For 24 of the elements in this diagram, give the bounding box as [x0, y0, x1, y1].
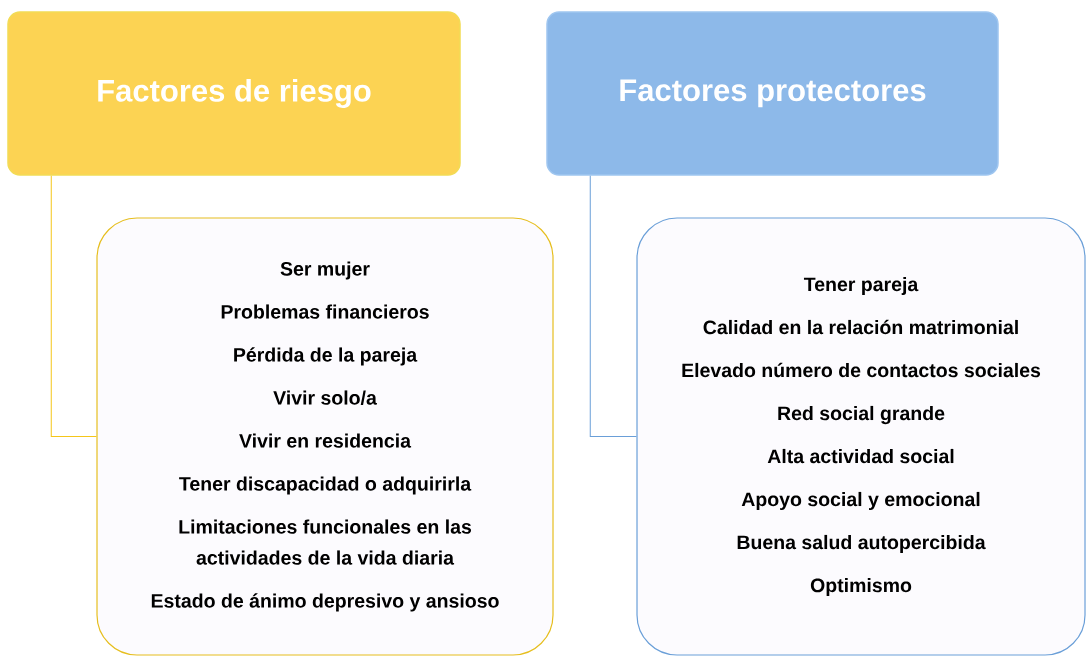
- list-box: [96, 217, 554, 656]
- list-box: [636, 217, 1086, 656]
- connector-line: [589, 175, 637, 437]
- list-item: Alta actividad social: [767, 448, 954, 464]
- list-item: Vivir solo/a: [273, 390, 377, 405]
- list-item: Ser mujer: [280, 261, 370, 280]
- list-item: Vivir en residencia: [239, 433, 412, 448]
- list-item: Elevado número de contactos sociales: [682, 362, 1041, 378]
- list-item: Pérdida de la pareja: [234, 347, 418, 366]
- header-box: [7, 11, 461, 176]
- list-item: Apoyo social y emocional: [741, 491, 980, 511]
- list-item: Tener pareja: [803, 276, 919, 296]
- list-item: Problemas financieros: [221, 304, 429, 319]
- list-item: Red social grande: [778, 405, 945, 425]
- list-item: Limitaciones funcionales en las actividades de la vida diaria: [179, 519, 472, 565]
- header-box: [546, 11, 999, 176]
- list-item: Optimismo: [810, 577, 912, 597]
- list-item: Buena salud autopercibida: [737, 534, 986, 554]
- heading: Factores protectores: [620, 79, 926, 108]
- connector-line: [50, 175, 97, 437]
- list-item: Calidad en la relación matrimonial: [703, 319, 1018, 335]
- list-item: Tener discapacidad o adquirirla: [179, 476, 472, 495]
- heading: Factores de riesgo: [98, 78, 371, 108]
- list-item: Estado de ánimo depresivo y ansioso: [151, 593, 499, 612]
